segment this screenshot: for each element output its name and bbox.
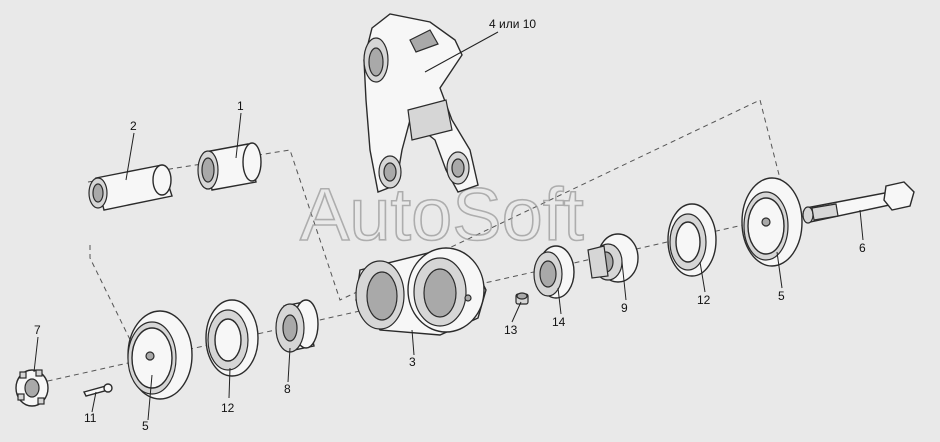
callout-9: 9 xyxy=(621,301,628,315)
callout-7: 7 xyxy=(34,323,41,337)
callout-6: 6 xyxy=(859,241,866,255)
part-11-cotter-pin xyxy=(82,383,113,397)
callout-5-left: 5 xyxy=(142,419,149,433)
callout-2: 2 xyxy=(130,119,137,133)
callout-13: 13 xyxy=(504,323,518,337)
axis-lower xyxy=(89,245,141,361)
part-7-castle-nut xyxy=(15,369,49,407)
callout-12-right: 12 xyxy=(697,293,711,307)
part-9-seal xyxy=(587,233,639,283)
callout-12-left: 12 xyxy=(221,401,235,415)
part-13-fitting xyxy=(515,292,529,305)
part-4-bracket xyxy=(363,13,479,193)
part-8-ring xyxy=(275,299,319,353)
part-12-seal-left xyxy=(205,299,259,377)
callout-labels: 1 2 3 4 или 10 5 5 6 7 8 9 11 12 12 13 1… xyxy=(34,17,866,433)
part-12-seal-right xyxy=(667,203,717,277)
callout-1: 1 xyxy=(237,99,244,113)
part-6-bolt xyxy=(802,181,915,224)
part-14-ring xyxy=(533,245,575,299)
part-5-cover-left xyxy=(127,310,193,400)
leader-lines xyxy=(33,31,864,421)
callout-8: 8 xyxy=(284,382,291,396)
callout-5-right: 5 xyxy=(778,289,785,303)
part-3-housing xyxy=(355,247,487,336)
part-5-cover-right xyxy=(741,177,803,267)
watermark-text: AutoSoft xyxy=(300,173,584,256)
callout-3: 3 xyxy=(409,355,416,369)
callout-14: 14 xyxy=(552,315,566,329)
part-2-pin xyxy=(88,164,173,211)
callout-4-or-10: 4 или 10 xyxy=(489,17,536,31)
callout-11: 11 xyxy=(84,411,97,425)
part-1-bushing xyxy=(197,142,262,191)
